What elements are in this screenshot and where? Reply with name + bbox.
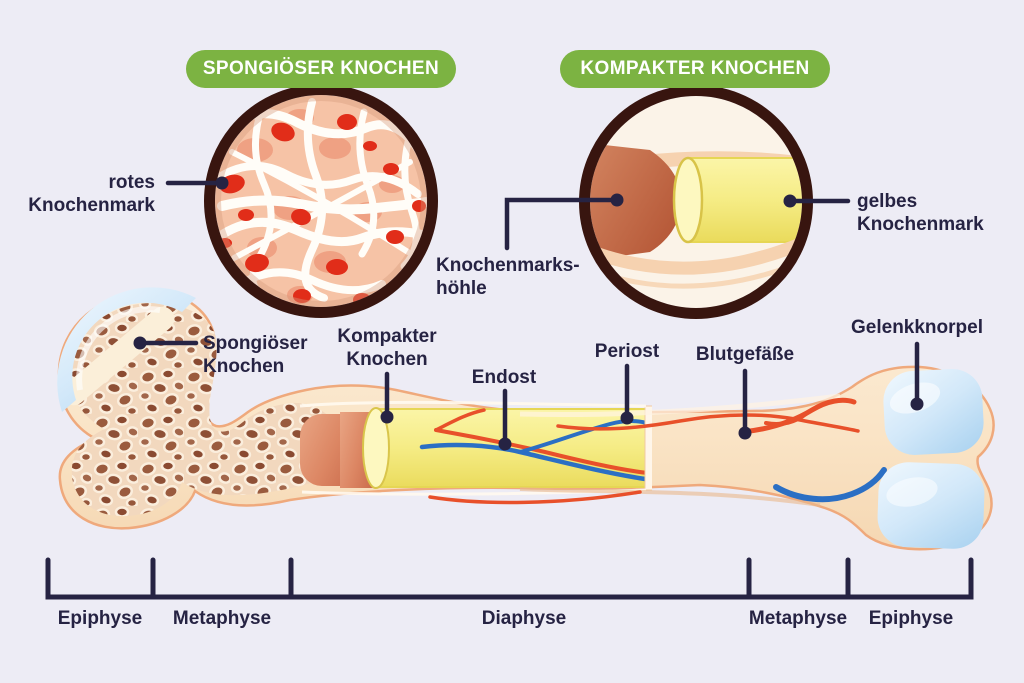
yellow-marrow-cap bbox=[362, 407, 390, 489]
blood-vessels-label: Blutgefäße bbox=[696, 343, 794, 366]
spongy-bone-label-line2: Knochen bbox=[203, 356, 285, 377]
compact-bone-badge-label: KOMPAKTER KNOCHEN bbox=[580, 58, 810, 79]
compact-bone-leader bbox=[380, 371, 394, 424]
region-label-epiphysis-left: Epiphyse bbox=[57, 608, 143, 629]
cartilage-left-cap bbox=[57, 287, 196, 412]
compact-bone-label-line1: Kompakter bbox=[337, 326, 437, 347]
blood-vessels-leader bbox=[738, 368, 752, 440]
red-marrow-label-line2: Knochenmark bbox=[28, 195, 155, 216]
femur-illustration bbox=[57, 287, 995, 551]
marrow-blood-vessels bbox=[419, 408, 652, 482]
region-label-diaphysis: Diaphyse bbox=[481, 608, 567, 629]
red-marrow-label-line1: rotes bbox=[108, 172, 155, 193]
periosteum-label-text: Periost bbox=[594, 341, 660, 362]
spongy-bone-inset bbox=[204, 84, 438, 318]
region-bracket bbox=[45, 557, 974, 600]
compact-bone-badge: KOMPAKTER KNOCHEN bbox=[560, 50, 830, 88]
region-label-epiphysis-right: Epiphyse bbox=[868, 608, 954, 629]
region-label-metaphysis-left: Metaphyse bbox=[172, 608, 272, 629]
yellow-marrow-label-line1: gelbes bbox=[857, 191, 918, 212]
spongy-bone-label-line1: Spongiöser bbox=[203, 333, 308, 354]
articular-cartilage-label-text: Gelenkknorpel bbox=[851, 317, 983, 338]
marrow-cavity-label-line2: höhle bbox=[436, 278, 487, 299]
endosteum-leader bbox=[498, 388, 512, 451]
periosteum-leader bbox=[620, 363, 634, 425]
compact-bone-label: Kompakter Knochen bbox=[337, 325, 436, 371]
endosteum-label-text: Endost bbox=[471, 367, 537, 388]
cartilage-condyle-pads bbox=[877, 368, 985, 549]
spongy-bone-region bbox=[69, 303, 344, 517]
cut-face bbox=[644, 405, 652, 491]
periosteal-blood-vessels bbox=[428, 397, 887, 505]
endosteum-label: Endost bbox=[472, 366, 536, 389]
blood-vessels-label-text: Blutgefäße bbox=[695, 344, 795, 365]
inset-ring bbox=[204, 84, 438, 318]
cartilage-leader bbox=[910, 341, 924, 411]
spongy-bone-badge-label: SPONGIÖSER KNOCHEN bbox=[202, 58, 440, 79]
periosteum-label: Periost bbox=[595, 340, 659, 363]
yellow-marrow-label: gelbes Knochenmark bbox=[857, 190, 984, 236]
yellow-marrow-leader bbox=[783, 194, 851, 208]
spongy-bone-leader bbox=[133, 336, 199, 350]
leader-lines bbox=[133, 176, 924, 451]
articular-cartilage-label: Gelenkknorpel bbox=[851, 316, 983, 339]
compact-bone-label-line2: Knochen bbox=[346, 349, 428, 370]
red-marrow-leader bbox=[165, 176, 229, 190]
spongy-bone-badge: SPONGIÖSER KNOCHEN bbox=[186, 50, 456, 88]
marrow-cavity-label-line1: Knochenmarks- bbox=[436, 255, 580, 276]
yellow-marrow-label-line2: Knochenmark bbox=[857, 214, 984, 235]
marrow-cavity-leader bbox=[504, 193, 624, 251]
red-marrow-label: rotes Knochenmark bbox=[15, 171, 155, 217]
spongy-bone-label: Spongiöser Knochen bbox=[203, 332, 308, 378]
region-label-metaphysis-right: Metaphyse bbox=[748, 608, 848, 629]
marrow-cavity-label: Knochenmarks- höhle bbox=[436, 254, 580, 300]
